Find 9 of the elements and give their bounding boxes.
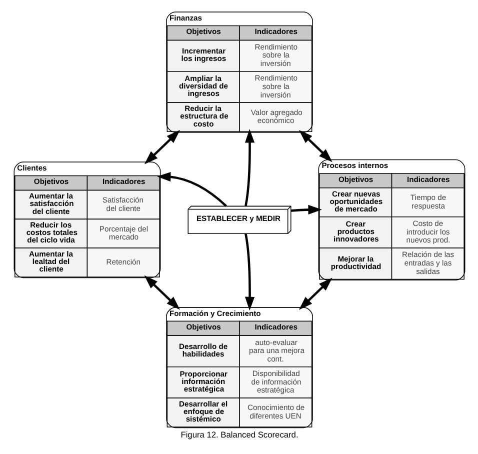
arrow (290, 204, 322, 214)
arrow (298, 130, 332, 162)
arrow (144, 130, 180, 164)
arrow (244, 232, 254, 310)
arrow (298, 277, 332, 310)
caption: Figura 12. Balanced Scorecard. (180, 428, 298, 439)
arrow (156, 172, 226, 206)
arrow (244, 128, 254, 206)
arrow (144, 274, 180, 310)
